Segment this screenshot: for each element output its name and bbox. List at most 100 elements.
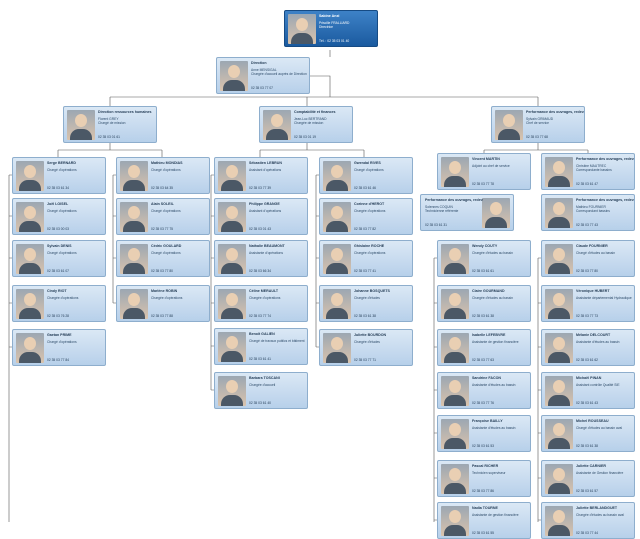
person-title: Chargée d'opérations: [354, 209, 386, 213]
director-card[interactable]: Direction Anne MENSIGAL Chargée d'accuei…: [216, 57, 310, 94]
person-phone: 02 35 03 64 35: [151, 186, 173, 190]
person-card[interactable]: Performance des ouvrages, redevances, af…: [491, 106, 585, 143]
ceo-card[interactable]: Sabine Anxi Priscille FRALLIARD Directri…: [284, 10, 378, 47]
person-phone: 02 35 03 61 38: [354, 314, 376, 318]
person-name: Philippe GRANGE: [249, 202, 280, 206]
person-photo: [441, 419, 469, 449]
person-photo: [120, 289, 148, 319]
person-phone: 02 35 03 61 38: [576, 444, 598, 448]
person-name: Benoît GALIEN: [249, 332, 275, 336]
person-name: Corinne d'HEROT: [354, 202, 385, 206]
person-phone: 02 35 03 66 34: [249, 269, 271, 273]
person-name: Wendy COUTY: [472, 244, 498, 248]
person-name: Claire GOURMAND: [472, 289, 505, 293]
person-phone: 02 35 03 61 34: [47, 186, 69, 190]
director-photo: [220, 61, 248, 91]
person-title: Chargé d'opérations: [354, 168, 384, 172]
person-title: Chargé d'opérations: [47, 168, 77, 172]
person-name: Performance des ouvrages, redevances, af…: [425, 198, 483, 202]
person-name: Véronique HUBERT: [576, 289, 610, 293]
person-name: Juliette BERLANDGUET: [576, 506, 618, 510]
person-name: Barbara TOSCANI: [249, 376, 280, 380]
person-name: Claude FOURNIER: [576, 244, 608, 248]
person-phone: 02 35 03 77 68: [526, 135, 548, 139]
person-name: Vincent MARTIN: [472, 157, 500, 161]
person-photo: [441, 157, 469, 187]
person-title: Chargé d'opérations: [47, 251, 77, 255]
person-phone: 02 35 03 77 88: [151, 314, 173, 318]
person-card[interactable]: Juliette BERLANDGUET Chargée d'études au …: [541, 502, 635, 539]
person-photo: [545, 289, 573, 319]
person-card[interactable]: Performance des ouvrages, redevances, af…: [541, 153, 635, 190]
person-card[interactable]: Performance des ouvrages, redevances, af…: [420, 194, 514, 231]
person-phone: 02 35 03 61 07: [47, 269, 69, 273]
person-title: Chargée d'opérations: [249, 296, 281, 300]
person-phone: 02 35 03 77 63: [472, 358, 494, 362]
person-phone: 02 35 03 01 43: [249, 227, 271, 231]
person-photo: [16, 244, 44, 274]
person-title: Chargé d'opérations: [151, 168, 181, 172]
person-name: Marlène ROBIN: [151, 289, 178, 293]
person-name: Comptabilité et finances: [294, 110, 336, 114]
person-phone: 02 35 03 61 62: [576, 358, 598, 362]
person-phone: 02 35 03 61 53: [472, 444, 494, 448]
person-phone: 02 35 03 61 55: [472, 531, 494, 535]
person-card[interactable]: Performance des ouvrages, redevances, af…: [541, 194, 635, 231]
person-name: Sébastien LEBRUN: [249, 161, 282, 165]
person-title: Chargée d'études au bassin: [472, 251, 513, 255]
person-title: Mathieu FOURNIER Correspondant bassins: [576, 205, 610, 214]
person-title: Technicien superviseur: [472, 471, 506, 475]
person-photo: [323, 289, 351, 319]
person-phone: 02 35 03 77 78: [472, 182, 494, 186]
person-title: Chargée d'opérations: [354, 251, 386, 255]
person-phone: 02 35 03 77 71: [354, 358, 376, 362]
person-title: Chargé d'opérations: [47, 340, 77, 344]
person-title: Assistante d'études au bassin: [576, 340, 620, 344]
person-title: Chargée d'études: [354, 340, 380, 344]
person-title: Chargée d'études au bassin aval: [576, 513, 624, 517]
person-photo: [482, 198, 510, 228]
person-photo: [218, 376, 246, 406]
director-name: Direction: [251, 61, 267, 65]
person-phone: 02 35 03 77 84: [47, 358, 69, 362]
person-phone: 02 35 03 61 31: [425, 223, 447, 227]
person-photo: [441, 376, 469, 406]
